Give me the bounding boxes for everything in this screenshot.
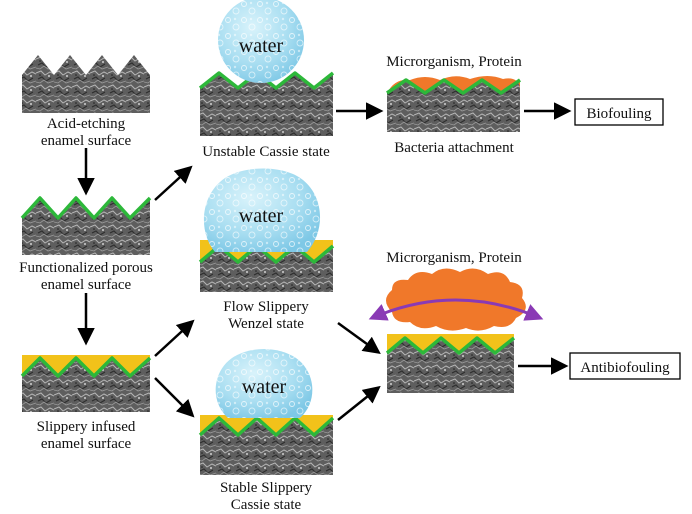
micro-protein-top-label: Microrganism, Protein — [386, 54, 522, 70]
biofouling-text: Biofouling — [586, 106, 652, 122]
arrow-flow-to-antibiofouling — [337, 321, 381, 355]
stable-slippery-label-2: Cassie state — [231, 497, 302, 513]
antibiofouling-text: Antibiofouling — [580, 360, 670, 376]
acid-etched-enamel-panel — [22, 55, 150, 113]
slippery-infused-label-1: Slippery infused — [37, 419, 136, 435]
micro-protein-bottom-label: Microrganism, Protein — [386, 250, 522, 266]
flow-slippery-label-1: Flow Slippery — [223, 299, 309, 315]
acid-etching-label-2: enamel surface — [41, 133, 132, 149]
antibiofouling-surface-panel — [385, 334, 516, 393]
functionalized-label-1: Functionalized porous — [19, 260, 153, 276]
arrow-stable-to-antibiofouling — [337, 385, 381, 421]
flow-slippery-label-2: Wenzel state — [228, 316, 304, 332]
water-label-3: water — [242, 376, 287, 398]
functionalized-enamel-panel — [20, 196, 152, 255]
water-droplet-1 — [218, 0, 304, 83]
bacteria-attachment-panel — [386, 76, 521, 132]
water-label-1: water — [239, 35, 284, 57]
arrow-to-unstable-cassie — [154, 165, 193, 201]
flow-arrows — [77, 102, 572, 421]
slippery-infused-enamel-panel — [20, 355, 152, 412]
water-droplet-2 — [203, 168, 321, 252]
arrow-to-flow-slippery — [154, 319, 195, 357]
water-label-2: water — [239, 205, 284, 227]
purple-slide-arrow — [368, 298, 544, 321]
functionalized-label-2: enamel surface — [41, 277, 132, 293]
bacteria-attachment-label: Bacteria attachment — [394, 140, 514, 156]
stable-slippery-cassie-panel — [198, 415, 335, 475]
unstable-cassie-label: Unstable Cassie state — [202, 144, 330, 160]
slippery-infused-label-2: enamel surface — [41, 436, 132, 452]
antibiofouling-box — [569, 352, 681, 380]
acid-etching-label-1: Acid-etching — [47, 116, 126, 132]
water-droplet-3 — [215, 349, 313, 418]
arrow-to-stable-slippery — [154, 377, 195, 418]
biofouling-box — [574, 98, 664, 126]
stable-slippery-label-1: Stable Slippery — [220, 480, 313, 496]
